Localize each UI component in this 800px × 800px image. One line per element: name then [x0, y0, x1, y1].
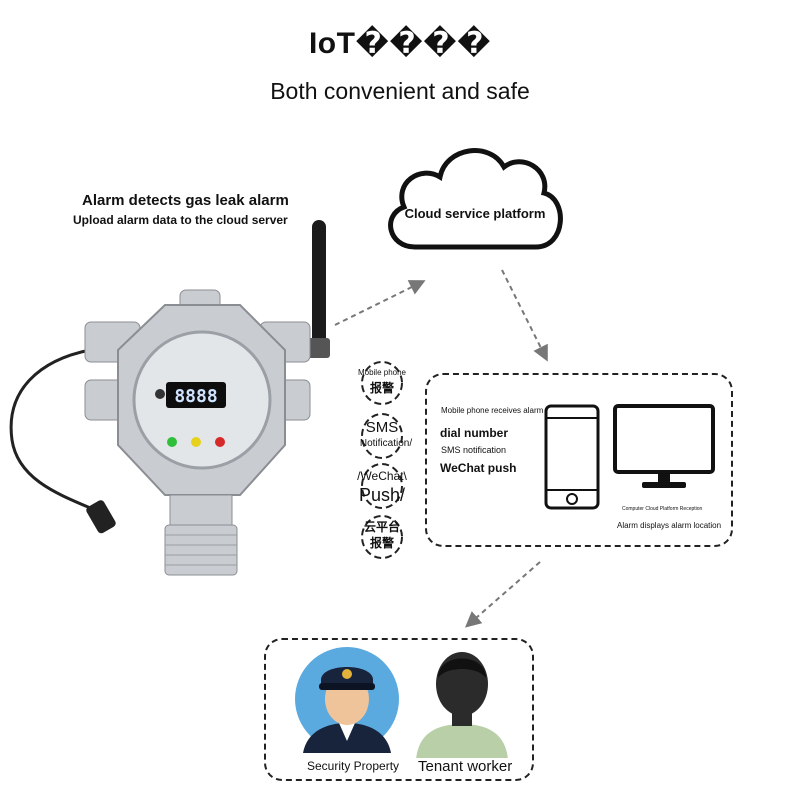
badge-mobile-alarm: Mobile phone 报警 — [358, 360, 406, 406]
page-subtitle: Both convenient and safe — [270, 78, 530, 104]
cloud-label: Cloud service platform — [404, 206, 546, 221]
badge-sms-notification: SMS Notification/ — [360, 412, 412, 460]
badge-wechat-push: /WeChat\ Push/ — [357, 462, 407, 510]
alarm-caption: Alarm displays alarm location — [617, 521, 722, 530]
notification-header: Mobile phone receives alarm — [441, 406, 544, 415]
computer-monitor-icon — [613, 404, 715, 488]
security-guard-icon — [295, 647, 399, 753]
cloud-icon — [388, 148, 563, 250]
computer-caption: Computer Cloud Platform Reception — [622, 506, 703, 512]
responders-panel — [264, 638, 534, 781]
badge-cloud-platform-alarm: 云平台 报警 — [360, 514, 404, 560]
gas-detector-device: 8888 — [9, 220, 330, 576]
page-title: IoT���� — [308, 27, 492, 60]
arrow-detector-to-cloud — [334, 280, 426, 326]
detector-description-subtitle: Upload alarm data to the cloud server — [73, 213, 288, 227]
arrow-cloud-to-notification — [501, 269, 548, 362]
notification-panel — [425, 373, 733, 547]
tenant-worker-icon — [416, 652, 508, 760]
device-display-digits: 8888 — [174, 386, 217, 407]
tenant-worker-label: Tenant worker — [416, 758, 515, 775]
notification-item-wechat: WeChat push — [440, 461, 517, 475]
notification-item-dial: dial number — [440, 426, 509, 440]
notification-item-sms: SMS notification — [441, 445, 507, 455]
mobile-phone-icon — [544, 404, 600, 510]
detector-description-title: Alarm detects gas leak alarm — [82, 192, 289, 209]
arrow-notification-to-people — [464, 561, 541, 628]
security-property-label: Security Property — [305, 759, 402, 773]
